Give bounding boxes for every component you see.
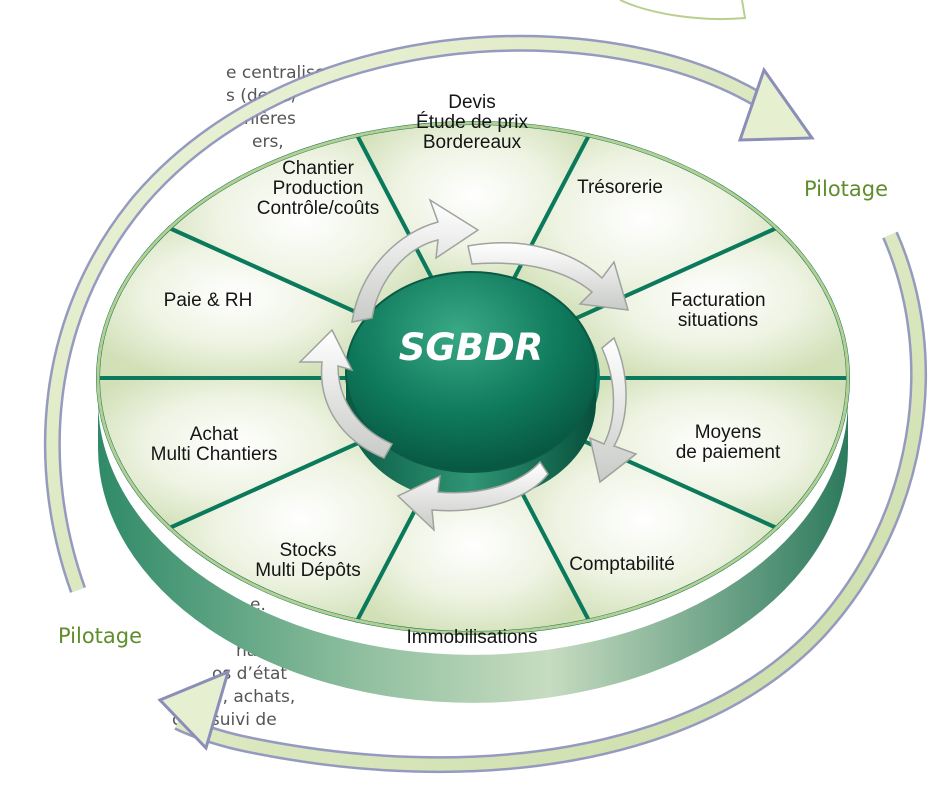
- cycle-arrowhead-top: [737, 66, 815, 142]
- segment-label-line: Contrôle/coûts: [257, 198, 380, 219]
- segment-label-tresorerie: Trésorerie: [577, 177, 663, 198]
- segment-label-line: Paie & RH: [164, 290, 253, 311]
- pilotage-label-left: Pilotage: [58, 624, 142, 648]
- top-bracket-decoration: [619, 0, 747, 21]
- pilotage-label-right: Pilotage: [804, 177, 888, 201]
- cycle-arrowhead-bottom: [157, 669, 231, 751]
- segment-label-line: Trésorerie: [577, 177, 663, 198]
- segment-label-line: de paiement: [676, 442, 781, 463]
- pilotage-cycle-arrows: [43, 0, 928, 774]
- background-line: os d’état: [212, 664, 288, 684]
- segment-label-line: Bordereaux: [423, 132, 522, 153]
- segment-label-line: Chantier: [282, 158, 354, 179]
- segment-label-line: Achat: [190, 424, 239, 445]
- segment-label-line: Devis: [448, 92, 496, 113]
- segment-label-line: Facturation: [670, 290, 765, 311]
- segment-label-immobilisations: Immobilisations: [407, 627, 538, 648]
- inner-arrow-top: [351, 198, 480, 323]
- inner-arrow-right: [467, 242, 630, 311]
- segment-label-line: Moyens: [695, 422, 762, 443]
- segment-label-line: Comptabilité: [569, 554, 675, 575]
- background-line: ers,: [252, 132, 284, 152]
- segment-label-line: Stocks: [279, 540, 336, 561]
- inner-arrow-bottom: [396, 460, 549, 532]
- center-title: SGBDR: [399, 326, 543, 369]
- segment-label-line: Étude de prix: [416, 112, 528, 133]
- disc-base: [98, 400, 848, 703]
- segment-label-comptabilite: Comptabilité: [569, 554, 675, 575]
- inner-arrow-left: [298, 328, 394, 459]
- disc-rim: [96, 121, 850, 635]
- segment-label-line: Immobilisations: [407, 627, 538, 648]
- center-hub: SGBDR: [345, 271, 597, 502]
- segment-label-line: Production: [273, 178, 364, 199]
- segment-label-line: Multi Chantiers: [151, 444, 278, 465]
- segment-label-paie-rh: Paie & RH: [164, 290, 253, 311]
- segment-label-line: situations: [678, 310, 758, 331]
- inner-cycle-arrows: [298, 198, 638, 532]
- segment-label-line: Multi Dépôts: [255, 560, 361, 581]
- inner-arrow-lower-right: [588, 336, 638, 484]
